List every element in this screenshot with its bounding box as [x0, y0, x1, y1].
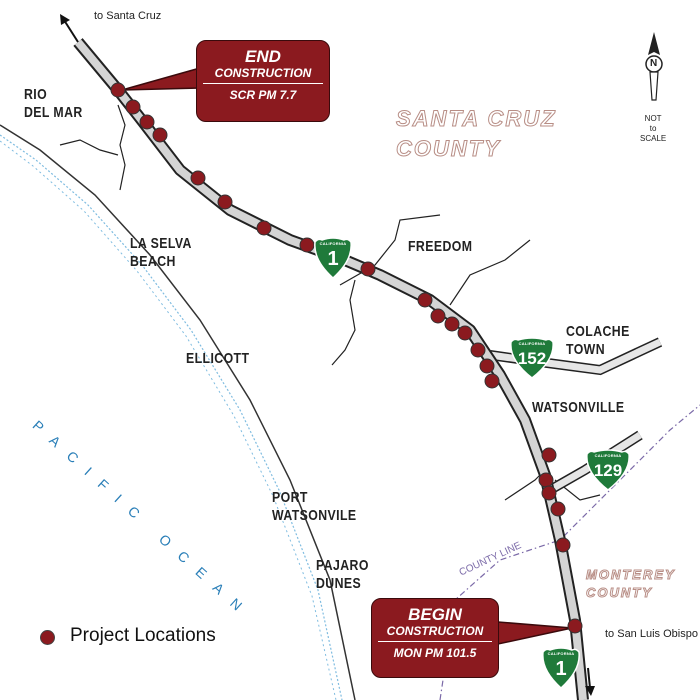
begin-construction-callout: BEGIN CONSTRUCTION MON PM 101.5 [371, 598, 499, 678]
project-markers [110, 82, 583, 634]
project-location-marker [444, 316, 460, 332]
county-label-monterey: MONTEREY COUNTY [586, 566, 676, 602]
project-location-marker [430, 308, 446, 324]
county-line [439, 404, 700, 700]
project-location-marker [541, 485, 557, 501]
project-location-marker [538, 472, 554, 488]
county-label-line: COUNTY [586, 585, 653, 601]
place-label-line: DEL MAR [24, 104, 83, 121]
compass [645, 32, 663, 101]
project-location-marker [479, 358, 495, 374]
project-location-marker [110, 82, 126, 98]
shield-state: CALIFORNIA [594, 453, 622, 458]
place-label-line: PORT [272, 489, 308, 506]
route-152-shield: CALIFORNIA 152 [508, 336, 556, 380]
shield-route-number: 1 [327, 248, 339, 270]
scale-note: NOT to SCALE [640, 114, 667, 143]
place-label-line: COLACHE [566, 323, 630, 340]
shield-route-number: 129 [593, 461, 623, 480]
shield-route-number: 1 [555, 658, 567, 680]
project-location-marker [417, 292, 433, 308]
county-label-line: MONTEREY [586, 567, 676, 583]
place-colache-town: COLACHE TOWN [566, 323, 630, 359]
project-location-marker [299, 237, 315, 253]
place-label-line: DUNES [316, 575, 362, 592]
local-road [59, 139, 119, 156]
project-location-marker [256, 220, 272, 236]
project-location-marker [139, 114, 155, 130]
project-location-marker [470, 342, 486, 358]
callout-postmile: MON PM 101.5 [393, 646, 477, 660]
north-arrowhead [60, 14, 70, 25]
place-watsonville: WATSONVILLE [532, 399, 625, 416]
shield-route-number: 152 [517, 349, 547, 368]
place-rio-del-mar: RIO DEL MAR [24, 86, 83, 122]
shield-state: CALIFORNIA [319, 241, 347, 246]
place-label-line: RIO [24, 86, 48, 103]
direction-south-label: to San Luis Obispo [605, 628, 698, 640]
project-location-marker [152, 127, 168, 143]
county-label-line: COUNTY [396, 136, 501, 162]
shield-state: CALIFORNIA [547, 651, 575, 656]
callout-subtitle: CONSTRUCTION [378, 624, 492, 642]
project-location-marker [190, 170, 206, 186]
direction-north-text: to Santa Cruz [94, 10, 162, 22]
end-construction-callout: END CONSTRUCTION SCR PM 7.7 [196, 40, 330, 122]
end-callout-pointer [121, 67, 201, 91]
place-pajaro-dunes: PAJARO DUNES [316, 557, 369, 593]
begin-callout-pointer [497, 621, 573, 645]
place-freedom: FREEDOM [408, 238, 473, 255]
local-road [117, 104, 126, 191]
local-road [449, 239, 531, 306]
project-location-marker [457, 325, 473, 341]
place-label-line: BEACH [130, 253, 176, 270]
place-label-line: TOWN [566, 341, 606, 358]
project-location-marker [550, 501, 566, 517]
local-roads [59, 104, 601, 501]
route-129-shield: CALIFORNIA 129 [584, 448, 632, 492]
place-label-line: PAJARO [316, 557, 369, 574]
callout-subtitle: CONSTRUCTION [203, 66, 323, 84]
project-location-marker [125, 99, 141, 115]
place-la-selva-beach: LA SELVA BEACH [130, 235, 192, 271]
compass-letter: N [650, 58, 658, 69]
direction-north-label: to Santa Cruz [94, 10, 161, 22]
coastline [0, 124, 356, 700]
place-label-line: WATSONVILE [272, 507, 357, 524]
shield-state: CALIFORNIA [518, 341, 546, 346]
place-label-line: LA SELVA [130, 235, 192, 252]
legend-label: Project Locations [70, 625, 216, 646]
project-location-marker [541, 447, 557, 463]
place-ellicott: ELLICOTT [186, 350, 250, 367]
route-1-shield: CALIFORNIA 1 [312, 236, 354, 280]
north-direction-arrow [63, 19, 79, 43]
surf-line [0, 140, 337, 700]
callout-title: BEGIN [408, 605, 462, 624]
callout-postmile: SCR PM 7.7 [229, 88, 297, 102]
callout-title: END [245, 47, 281, 66]
place-port-watsonvile: PORT WATSONVILE [272, 489, 357, 525]
project-location-marker [484, 373, 500, 389]
legend-marker-icon [40, 630, 55, 645]
project-location-marker [567, 618, 583, 634]
project-location-marker [360, 261, 376, 277]
surf-line [0, 134, 343, 700]
project-location-marker [217, 194, 233, 210]
project-location-marker [555, 537, 571, 553]
county-label-line: SANTA CRUZ [396, 106, 557, 132]
south-arrowhead [585, 686, 595, 696]
local-road [331, 279, 356, 366]
county-label-santa-cruz: SANTA CRUZ COUNTY [396, 104, 557, 164]
route-1-shield-south: CALIFORNIA 1 [540, 646, 582, 690]
south-direction-arrow [587, 667, 591, 689]
